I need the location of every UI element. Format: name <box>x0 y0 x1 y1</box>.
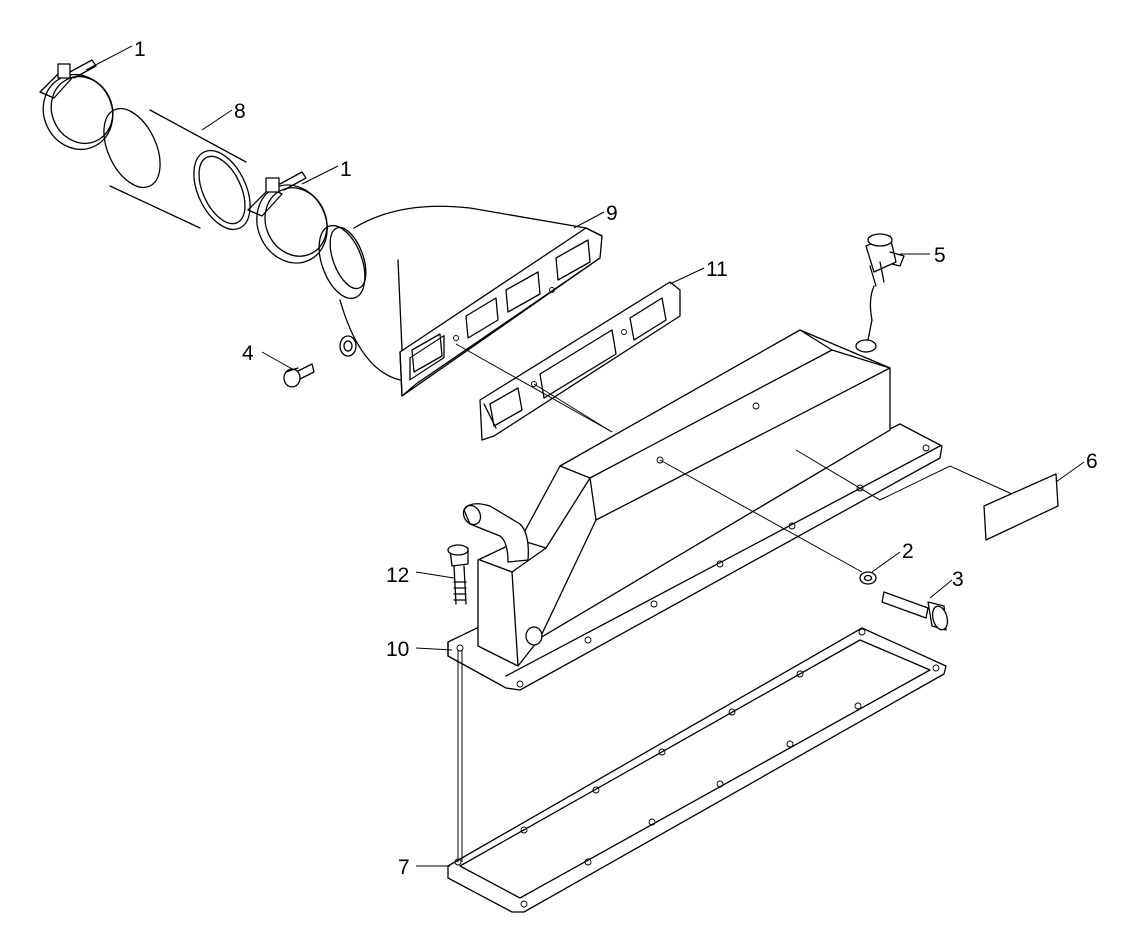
bolt-vertical <box>447 544 469 605</box>
bolt-manifold <box>881 591 949 631</box>
callout-11: 11 <box>706 258 728 281</box>
intake-elbow <box>318 205 603 397</box>
intake-manifold <box>447 329 943 691</box>
hose-clamp-upper <box>39 59 114 150</box>
label-plate <box>983 473 1059 541</box>
alignment-lines <box>455 343 1013 862</box>
callout-3: 3 <box>952 568 964 591</box>
elbow-gasket <box>479 281 681 441</box>
callout-7: 7 <box>398 856 410 879</box>
hose-clamp-lower <box>247 171 328 264</box>
callout-9: 9 <box>606 202 618 225</box>
callout-10: 10 <box>386 638 409 661</box>
washer <box>859 571 877 585</box>
callout-1-upper: 1 <box>134 38 146 61</box>
hose-sleeve <box>103 107 251 231</box>
callout-8: 8 <box>234 100 246 123</box>
temperature-sensor <box>865 233 905 341</box>
callout-5: 5 <box>934 244 946 267</box>
callout-4: 4 <box>242 342 254 365</box>
callout-2: 2 <box>902 540 914 563</box>
callout-6: 6 <box>1086 450 1098 473</box>
callout-leaders <box>85 45 1085 867</box>
callout-labels: 1 8 1 9 5 11 4 6 2 3 12 10 7 <box>134 38 1098 879</box>
manifold-gasket <box>447 627 947 913</box>
callout-12: 12 <box>386 564 409 587</box>
callout-1-lower: 1 <box>340 158 352 181</box>
